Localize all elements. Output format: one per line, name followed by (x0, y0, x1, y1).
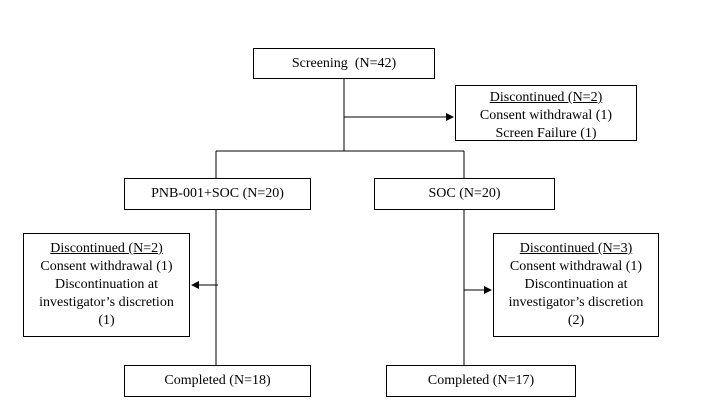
discontinued-screening-line: Consent withdrawal (1) (479, 108, 613, 123)
completed-a-label: Completed (N=18) (164, 373, 271, 388)
discontinued-b-line: Consent withdrawal (1) (509, 259, 643, 274)
arm-a-box: PNB-001+SOC (N=20) (124, 178, 311, 210)
completed-b-box: Completed (N=17) (386, 365, 576, 397)
screening-label: Screening (291, 55, 348, 71)
discontinued-b-box: Discontinued (N=3) Consent withdrawal (1… (493, 233, 659, 337)
discontinued-b-line: (2) (567, 313, 585, 328)
discontinued-a-line: Discontinuation at (54, 277, 159, 292)
discontinued-a-line: Consent withdrawal (1) (40, 259, 173, 274)
screening-count: (N=42) (354, 55, 397, 71)
discontinued-screening-box: Discontinued (N=2) Consent withdrawal (1… (455, 85, 637, 141)
discontinued-a-box: Discontinued (N=2) Consent withdrawal (1… (23, 233, 190, 337)
discontinued-screening-title: Discontinued (N=2) (489, 90, 603, 105)
arm-b-label: SOC (N=20) (428, 186, 501, 201)
discontinued-a-line: (1) (98, 313, 115, 328)
arm-b-box: SOC (N=20) (374, 178, 555, 210)
completed-a-box: Completed (N=18) (124, 365, 311, 397)
arm-a-label: PNB-001+SOC (N=20) (151, 186, 284, 201)
discontinued-a-title: Discontinued (N=2) (50, 241, 163, 256)
discontinued-b-title: Discontinued (N=3) (519, 241, 633, 256)
discontinued-screening-line: Screen Failure (1) (495, 126, 597, 141)
completed-b-label: Completed (N=17) (427, 373, 535, 388)
discontinued-a-line: investigator’s discretion (39, 295, 174, 310)
discontinued-b-line: investigator’s discretion (508, 295, 644, 310)
discontinued-b-line: Discontinuation at (524, 277, 628, 292)
screening-box: Screening (N=42) (253, 48, 435, 79)
